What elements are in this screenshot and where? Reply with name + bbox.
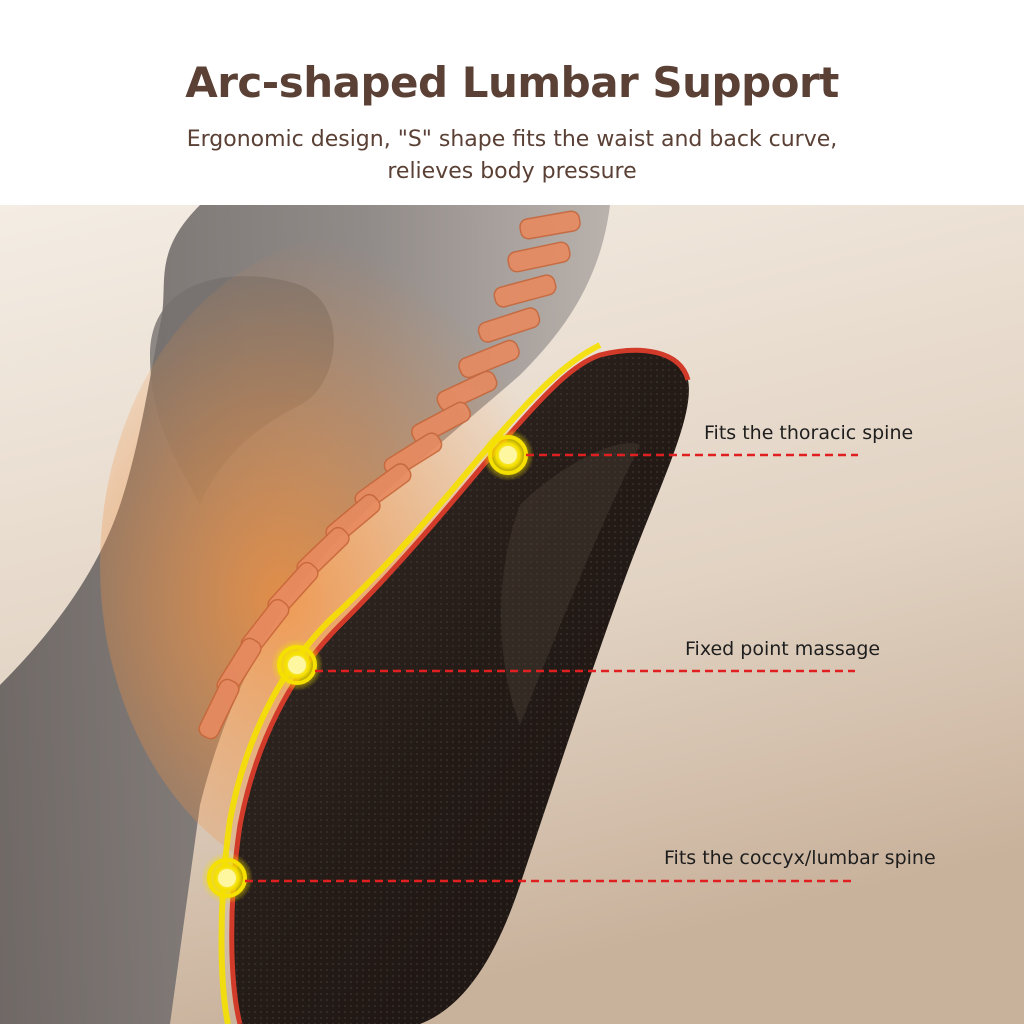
cushion-mesh: [231, 349, 689, 1024]
page-title: Arc-shaped Lumbar Support: [185, 58, 839, 107]
spine: [198, 210, 581, 740]
subtitle-line-1: Ergonomic design, "S" shape fits the wai…: [186, 127, 838, 152]
subtitle-line-2: relieves body pressure: [387, 159, 637, 184]
callout-dot-massage: [271, 639, 323, 691]
product-illustration: Fits the thoracic spine Fixed point mass…: [0, 205, 1024, 1024]
cushion-highlight: [501, 443, 640, 725]
callout-dot-coccyx: [201, 852, 253, 904]
page-subtitle: Ergonomic design, "S" shape fits the wai…: [112, 124, 912, 188]
header: Arc-shaped Lumbar Support Ergonomic desi…: [0, 0, 1024, 205]
callout-label-thoracic: Fits the thoracic spine: [704, 422, 914, 444]
callout-label-massage: Fixed point massage: [685, 638, 881, 660]
callout-label-coccyx: Fits the coccyx/lumbar spine: [664, 847, 936, 869]
callout-dot-thoracic: [482, 429, 534, 481]
illustration-svg: [0, 205, 1024, 1024]
